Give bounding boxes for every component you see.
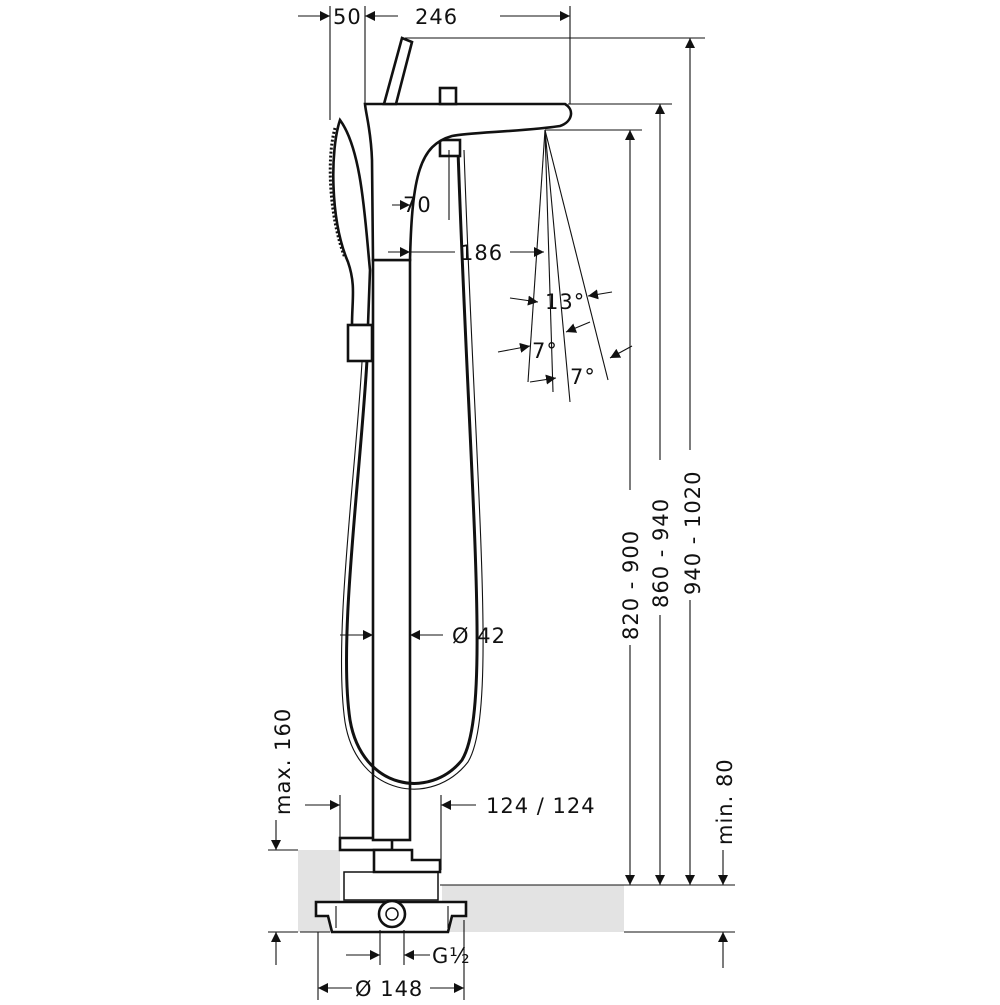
angle-7-right-label: 7° — [570, 365, 596, 389]
dim-angles: 13° 7° 7° — [497, 289, 633, 389]
dim-50-label: 50 — [333, 5, 362, 29]
dim-42-label: Ø 42 — [452, 624, 506, 648]
dim-min80-label: min. 80 — [713, 758, 737, 845]
diverter-knob — [438, 86, 458, 106]
dim-940-label: 940 - 1020 — [681, 471, 705, 595]
dim-bottom: G½ Ø 148 — [317, 920, 471, 1001]
spout — [363, 36, 573, 262]
shower-hose — [340, 138, 484, 790]
dim-860-label: 860 - 940 — [649, 498, 673, 608]
dim-820-label: 820 - 900 — [619, 530, 643, 640]
dim-max-depth: max. 160 — [268, 708, 298, 965]
column — [371, 258, 412, 842]
dim-max160-label: max. 160 — [271, 708, 295, 815]
dim-thread-label: G½ — [432, 944, 471, 968]
angle-7-left-label: 7° — [532, 339, 558, 363]
dim-base-width: 124 / 124 — [305, 794, 596, 870]
column-base — [338, 836, 442, 874]
dim-top: 50 246 — [298, 5, 571, 120]
angle-13-label: 13° — [545, 290, 585, 314]
base-body — [314, 871, 468, 934]
lever-handle — [382, 36, 414, 106]
dim-186-label: 186 — [460, 241, 503, 265]
dim-column-diameter: Ø 42 — [340, 624, 506, 648]
floor-section — [298, 850, 624, 933]
dim-186: 186 — [388, 241, 544, 265]
dim-70: 70 — [392, 150, 450, 220]
dim-124-label: 124 / 124 — [486, 794, 596, 818]
floor-right-block — [442, 885, 624, 932]
dim-246-label: 246 — [415, 5, 458, 29]
hand-shower — [328, 117, 374, 363]
dim-heights: 820 - 900 860 - 940 940 - 1020 min. 80 — [405, 37, 737, 968]
dim-70-label: 70 — [403, 193, 432, 217]
dim-148-label: Ø 148 — [355, 977, 423, 1000]
